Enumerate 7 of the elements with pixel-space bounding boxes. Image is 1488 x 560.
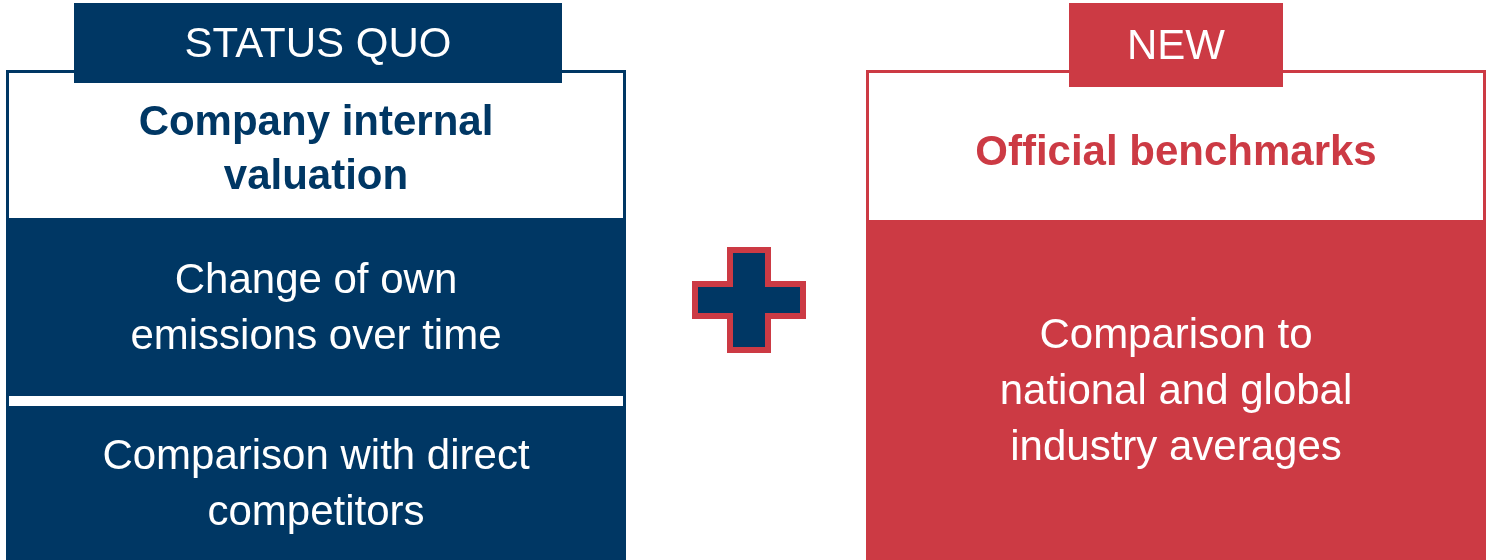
text-panel: Comparison with direct competitors	[9, 406, 623, 560]
heading-tab: NEW	[1069, 3, 1283, 87]
text-panel: Comparison to national and global industry averages	[869, 220, 1483, 560]
heading-tab: STATUS QUO	[74, 3, 562, 83]
text-panel: Change of own emissions over time	[9, 218, 623, 396]
panel-heading: Company internal valuation	[137, 96, 495, 200]
panel-heading: Official benchmarks	[975, 126, 1377, 176]
